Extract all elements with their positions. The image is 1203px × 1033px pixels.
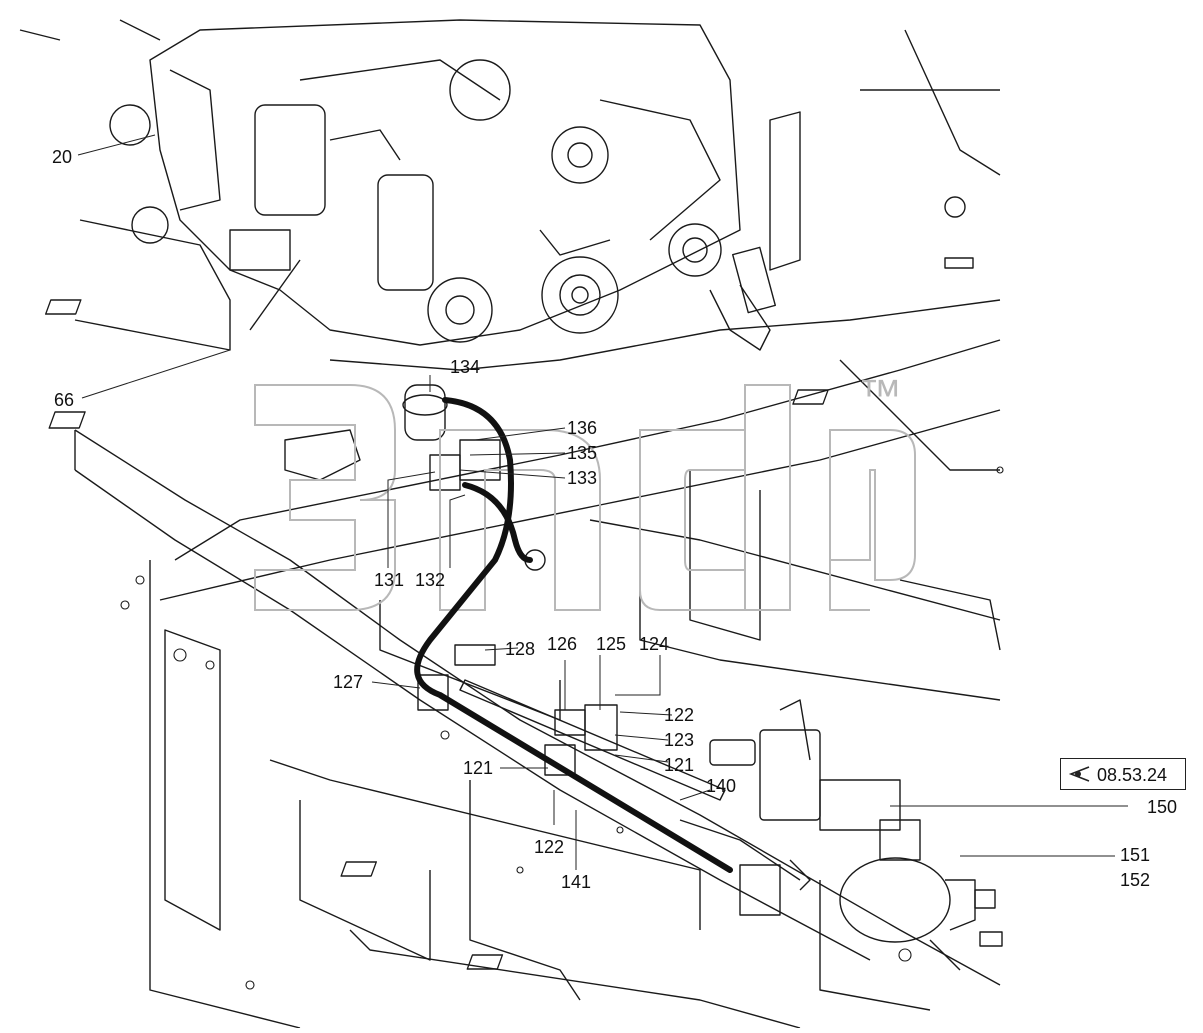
callout-141: 141 — [561, 872, 592, 892]
callout-122-upper: 122 — [664, 705, 695, 725]
callout-66: 66 — [54, 390, 75, 410]
hydraulic-hoses — [414, 397, 733, 873]
callout-125: 125 — [596, 634, 627, 654]
filter-assembly — [284, 384, 546, 571]
valve-block — [679, 699, 921, 916]
view-reference-link[interactable]: 08.53.24 — [1060, 758, 1186, 790]
callout-124: 124 — [639, 634, 670, 654]
callout-150: 150 — [1147, 797, 1178, 817]
callout-20: 20 — [52, 147, 73, 167]
hose-rail — [417, 644, 726, 801]
callout-152: 152 — [1120, 870, 1151, 890]
accumulator — [839, 857, 996, 971]
callout-126: 126 — [547, 634, 578, 654]
callout-121-right: 121 — [664, 755, 695, 775]
trademark-symbol: ™ — [858, 371, 902, 420]
view-eye-icon — [1068, 766, 1090, 782]
callout-151: 151 — [1120, 845, 1151, 865]
callout-128: 128 — [505, 639, 536, 659]
callout-127: 127 — [333, 672, 364, 692]
engine-assembly — [109, 19, 974, 346]
hose-branch — [462, 482, 533, 563]
callout-131: 131 — [374, 570, 405, 590]
watermark-logo — [254, 384, 916, 611]
leader-lines — [77, 134, 1128, 870]
callout-133: 133 — [567, 468, 598, 488]
floor-plates — [44, 299, 1003, 970]
callout-132: 132 — [415, 570, 446, 590]
callout-140: 140 — [706, 776, 737, 796]
callout-122-lower: 122 — [534, 837, 565, 857]
callout-121-left: 121 — [463, 758, 494, 778]
callout-136: 136 — [567, 418, 598, 438]
callout-123: 123 — [664, 730, 695, 750]
mounting-holes — [120, 466, 1004, 990]
reference-code: 08.53.24 — [1097, 765, 1168, 785]
callout-135: 135 — [567, 443, 598, 463]
callout-134: 134 — [450, 357, 481, 377]
